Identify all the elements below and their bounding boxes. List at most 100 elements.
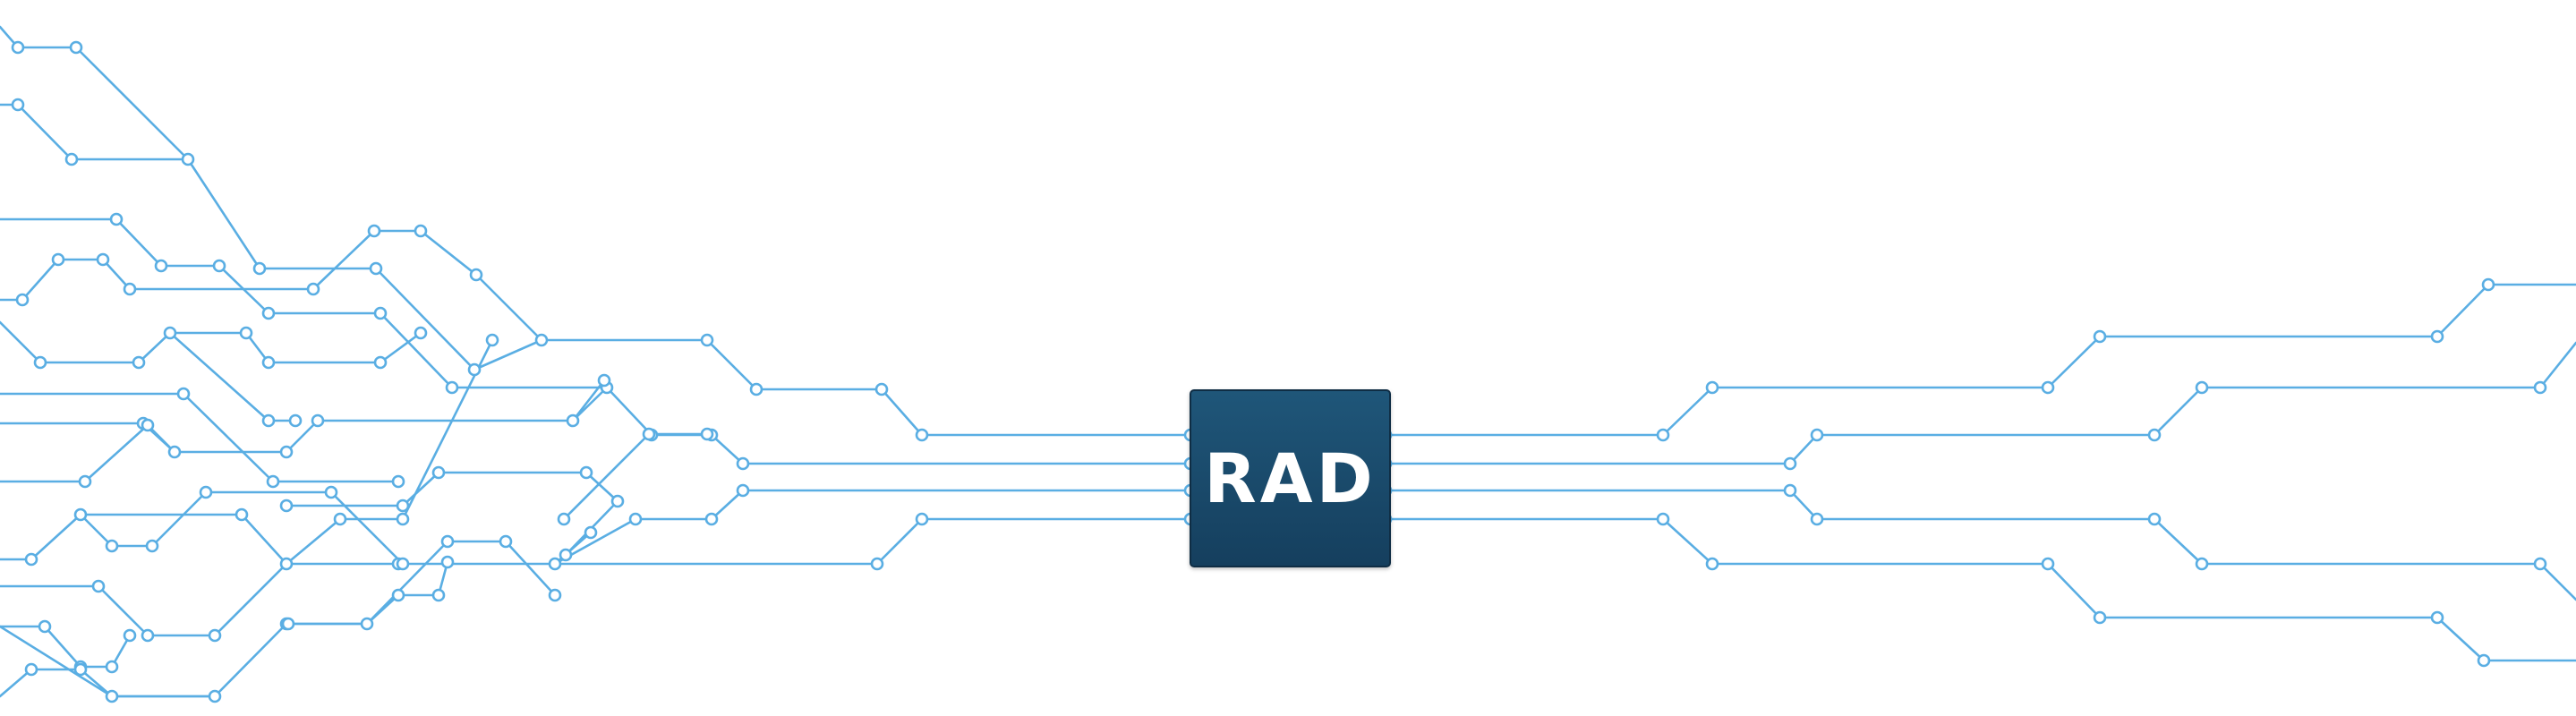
via-node	[105, 660, 119, 674]
via-node	[163, 326, 177, 340]
via-node	[69, 40, 83, 55]
via-node	[559, 548, 573, 562]
via-node	[235, 507, 249, 522]
via-node	[396, 557, 410, 571]
via-node	[369, 261, 383, 276]
trace	[0, 386, 609, 454]
trace	[0, 25, 1192, 437]
via-node	[642, 427, 656, 441]
via-node	[324, 485, 338, 499]
via-node	[1705, 380, 1719, 395]
via-node	[132, 355, 146, 370]
via-node	[704, 512, 719, 526]
trace	[286, 540, 557, 626]
chip-label: RAD	[1204, 438, 1377, 518]
via-node	[91, 579, 106, 593]
trace	[0, 217, 1192, 465]
via-node	[2093, 610, 2107, 625]
via-node	[373, 355, 388, 370]
via-node	[252, 261, 267, 276]
right-traces	[1384, 283, 2576, 662]
via-node	[915, 512, 929, 526]
via-node	[311, 413, 325, 428]
via-node	[431, 465, 446, 480]
via-node	[145, 539, 159, 553]
via-node	[534, 333, 549, 347]
via-node	[51, 252, 65, 267]
via-node	[261, 306, 276, 320]
via-node	[1656, 512, 1670, 526]
via-node	[96, 252, 110, 267]
via-node	[736, 456, 750, 471]
trace	[710, 489, 1192, 521]
via-node	[141, 628, 155, 643]
via-node	[467, 362, 482, 377]
via-node	[469, 268, 483, 282]
trace	[0, 229, 478, 302]
via-node	[367, 224, 381, 238]
via-node	[24, 662, 38, 677]
trace	[1384, 341, 2576, 465]
trace	[0, 423, 176, 483]
via-node	[360, 617, 374, 631]
left-traces	[0, 25, 1192, 698]
via-node	[2195, 557, 2209, 571]
via-node	[1705, 557, 1719, 571]
via-node	[123, 628, 137, 643]
via-node	[261, 355, 276, 370]
via-node	[105, 689, 119, 703]
via-node	[2093, 329, 2107, 344]
trace	[1384, 283, 2576, 437]
via-node	[1810, 428, 1824, 442]
via-node	[2533, 380, 2547, 395]
via-node	[279, 445, 294, 459]
via-node	[1783, 483, 1797, 498]
via-node	[2147, 512, 2162, 526]
trace	[0, 103, 190, 161]
via-node	[440, 555, 455, 569]
trace-nodes	[11, 40, 2547, 703]
via-node	[1810, 512, 1824, 526]
trace	[1384, 517, 2576, 662]
via-node	[749, 382, 763, 396]
via-node	[499, 534, 513, 549]
via-node	[579, 465, 593, 480]
via-node	[105, 539, 119, 553]
via-node	[78, 474, 92, 489]
via-node	[1656, 428, 1670, 442]
via-node	[24, 552, 38, 567]
via-node	[874, 382, 889, 396]
via-node	[557, 512, 571, 526]
via-node	[2195, 380, 2209, 395]
via-node	[212, 259, 226, 273]
via-node	[700, 333, 714, 347]
via-node	[208, 628, 222, 643]
via-node	[306, 282, 320, 296]
via-node	[2477, 653, 2491, 668]
via-node	[445, 380, 459, 395]
via-node	[440, 534, 455, 549]
via-node	[73, 662, 88, 677]
trace	[474, 273, 543, 342]
trace	[1384, 489, 2576, 601]
via-node	[700, 427, 714, 441]
via-node	[373, 306, 388, 320]
via-node	[279, 499, 294, 513]
via-node	[548, 557, 562, 571]
via-node	[628, 512, 643, 526]
via-node	[15, 293, 30, 307]
trace	[285, 338, 494, 566]
trace	[571, 379, 606, 422]
trace	[0, 320, 422, 364]
via-node	[261, 413, 276, 428]
via-node	[176, 387, 191, 401]
trace	[79, 490, 593, 566]
via-node	[2041, 380, 2055, 395]
via-node	[64, 152, 79, 166]
via-node	[11, 40, 25, 55]
trace	[0, 560, 449, 698]
via-node	[288, 413, 303, 428]
via-node	[109, 212, 124, 226]
via-node	[915, 428, 929, 442]
